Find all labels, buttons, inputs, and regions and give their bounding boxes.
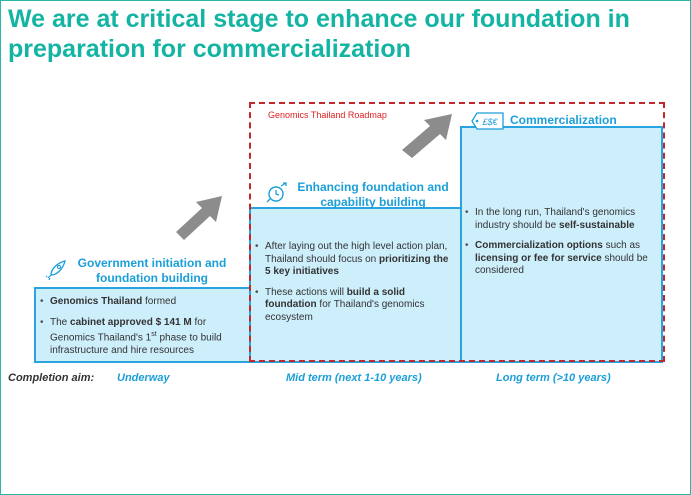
stage-3-bullets: In the long run, Thailand's genomics ind… [465, 207, 657, 286]
bullet-item: The cabinet approved $ 141 M for Genomic… [40, 317, 245, 358]
completion-underway: Underway [117, 372, 170, 384]
stage-2-box [249, 207, 462, 363]
completion-aim-label: Completion aim: [8, 372, 95, 384]
stage-1-heading: Government initiation and foundation bui… [77, 256, 227, 285]
bullet-bold-text: prioritizing the 5 key initiatives [265, 253, 449, 278]
bullet-text: formed [142, 296, 177, 307]
bullet-text: In the long run, Thailand's genomics ind… [475, 207, 636, 231]
bullet-item: Commercialization options such as licens… [465, 240, 657, 278]
bullet-bold-text: cabinet approved $ 141 M [70, 316, 192, 328]
progress-arrow-2 [402, 114, 452, 158]
rocket-icon [45, 260, 66, 281]
bullet-bold-text: licensing or fee for service [475, 252, 602, 264]
clock-arrow-icon [266, 182, 287, 203]
stage-1-bullets: Genomics Thailand formedThe cabinet appr… [40, 296, 245, 365]
progress-arrow-1 [176, 196, 222, 240]
bullet-text: After laying out the high level action p… [265, 241, 448, 265]
bullet-text: These actions will [265, 286, 347, 298]
bullet-bold-text: Genomics Thailand [50, 296, 143, 307]
stage-2-heading: Enhancing foundation and capability buil… [297, 180, 449, 209]
bullet-text: such as [602, 240, 641, 251]
bullet-text: st [151, 331, 157, 338]
roadmap-outline [249, 102, 665, 362]
bullet-text: for Genomics Thailand's 1 [50, 316, 207, 344]
stage-3-heading: Commercialization [510, 113, 617, 127]
roadmap-label: Genomics Thailand Roadmap [268, 110, 387, 120]
svg-text:£$€: £$€ [481, 117, 498, 127]
stage-2-bullets: After laying out the high level action p… [255, 241, 450, 332]
bullet-item: Genomics Thailand formed [40, 296, 245, 309]
bullet-text: The [50, 316, 71, 328]
slide-title: We are at critical stage to enhance our … [8, 5, 630, 63]
bullet-text: should be considered [475, 252, 648, 277]
currency-tag-icon: £$€ [471, 112, 504, 130]
bullet-text: phase to build infrastructure and hire r… [50, 332, 222, 356]
bullet-text: for Thailand's genomics ecosystem [265, 299, 425, 323]
bullet-item: These actions will build a solid foundat… [255, 287, 450, 325]
completion-long-term: Long term (>10 years) [496, 372, 611, 384]
bullet-item: After laying out the high level action p… [255, 241, 450, 279]
bullet-bold-text: build a solid foundation [265, 286, 406, 311]
completion-mid-term: Mid term (next 1-10 years) [286, 372, 422, 384]
bullet-item: In the long run, Thailand's genomics ind… [465, 207, 657, 232]
bullet-bold-text: self-sustainable [558, 219, 635, 231]
bullet-bold-text: Commercialization options [475, 240, 603, 251]
